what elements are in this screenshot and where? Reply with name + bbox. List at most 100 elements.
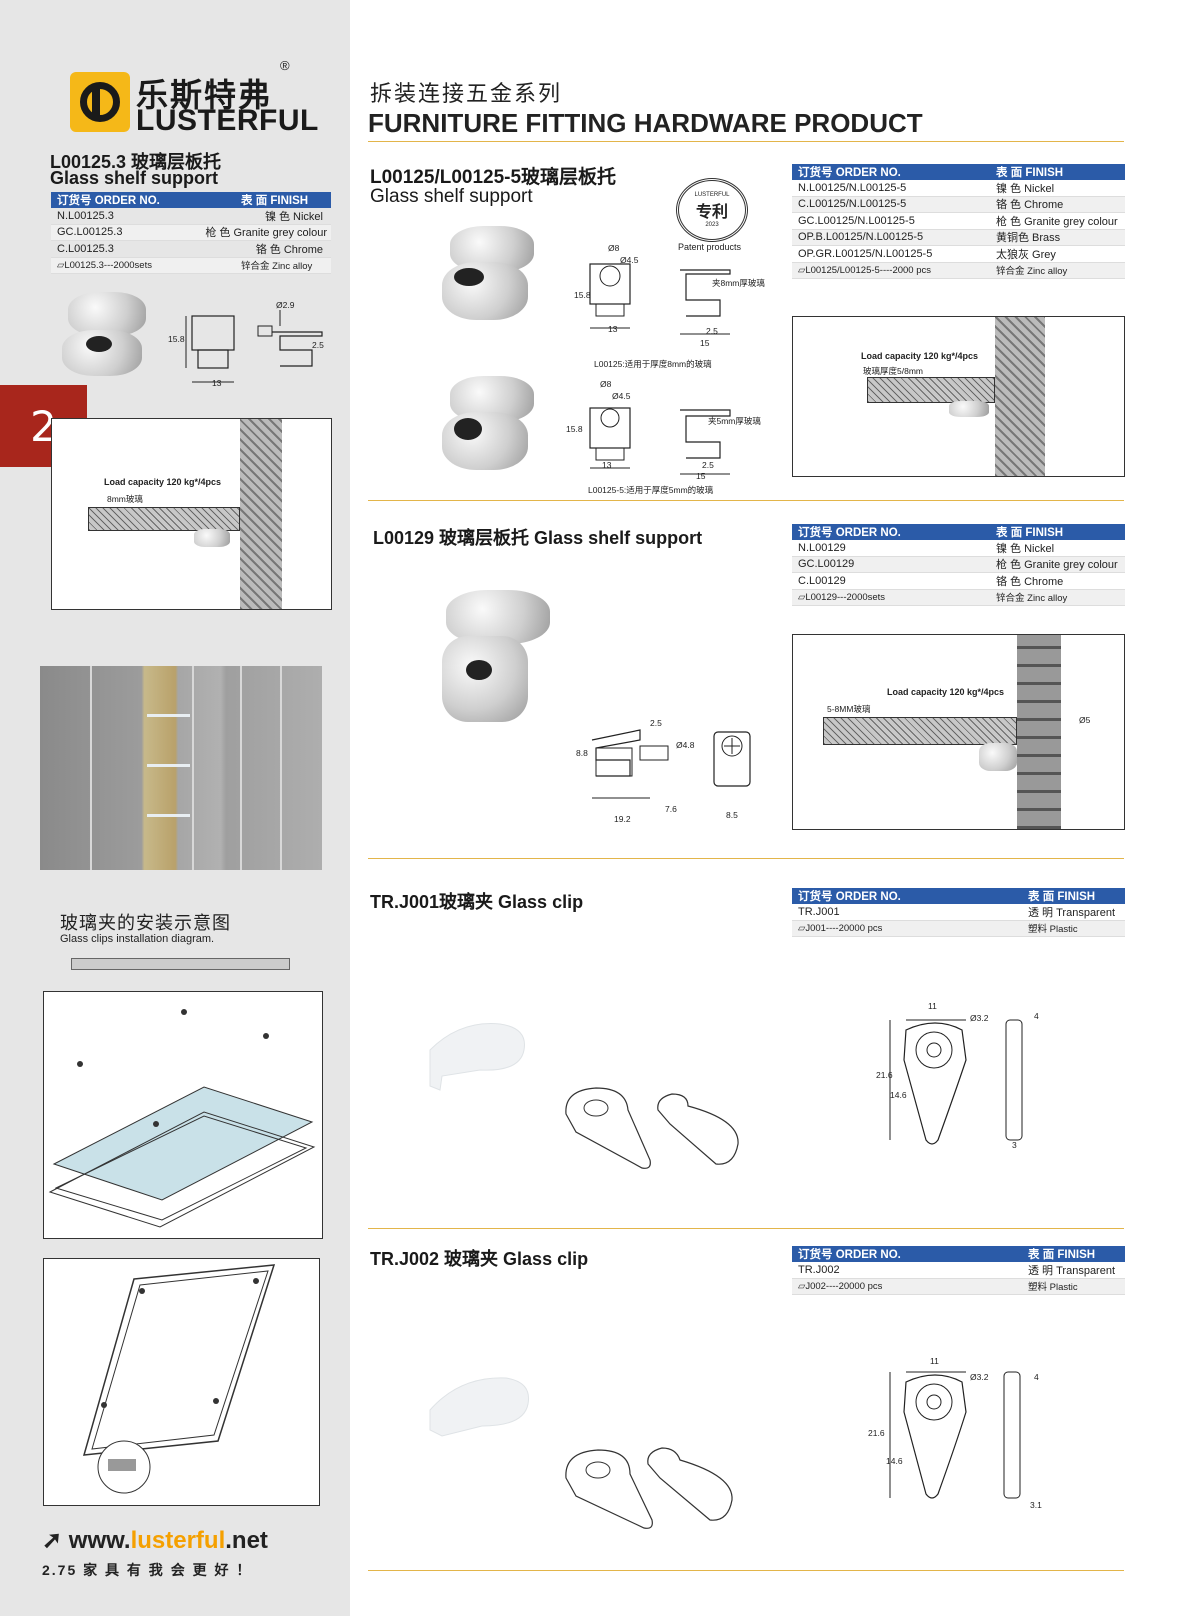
arrow-icon: ➚ bbox=[42, 1527, 69, 1554]
dim-t2: 3.1 bbox=[1030, 1500, 1042, 1510]
material: 锌合金 Zinc alloy bbox=[996, 266, 1068, 278]
table-row: GC.L00129 bbox=[798, 558, 855, 571]
install-title-cn: 玻璃夹的安装示意图 bbox=[60, 913, 231, 934]
table-row: TR.J002 bbox=[798, 1263, 840, 1276]
install-diagram-2 bbox=[43, 1258, 320, 1506]
l001253-title-en: Glass shelf support bbox=[50, 168, 219, 188]
dim-t: 2.5 bbox=[702, 460, 714, 470]
table-row: OP.GR.L00125/N.L00125-5 bbox=[798, 247, 933, 260]
dim-l1: 7.6 bbox=[665, 804, 677, 814]
table-row: GC.L00125.3 bbox=[57, 226, 123, 239]
finish-cell: 太狼灰 Grey bbox=[996, 248, 1056, 261]
brand-name-cn: 乐斯特弗 bbox=[136, 76, 273, 114]
table-header-order: 订货号 ORDER NO. bbox=[798, 527, 901, 539]
dim-t: 2.5 bbox=[706, 326, 718, 336]
finish-cell: 铬 色 Chrome bbox=[996, 199, 1064, 212]
table-header-order: 订货号 ORDER NO. bbox=[798, 891, 901, 903]
material: 塑料 Plastic bbox=[1028, 924, 1078, 936]
l001253-drawing bbox=[185, 310, 323, 383]
website[interactable]: ➚ www.lusterful.net bbox=[42, 1526, 268, 1555]
header-title-en: FURNITURE FITTING HARDWARE PRODUCT bbox=[368, 108, 923, 138]
caption-a: L00125:适用于厚度8mm的玻璃 bbox=[594, 359, 712, 369]
website-prefix: www. bbox=[68, 1527, 131, 1554]
material: 锌合金 Zinc alloy bbox=[996, 593, 1068, 605]
clamp-note: 夹8mm厚玻璃 bbox=[712, 278, 765, 288]
finish-cell: 铬 色 Chrome bbox=[996, 575, 1064, 588]
divider bbox=[368, 1570, 1124, 1571]
install-title-en: Glass clips installation diagram. bbox=[60, 933, 215, 945]
l00125-drawing-a bbox=[589, 263, 731, 335]
dim-w: 11 bbox=[930, 1356, 939, 1366]
dim-d45: Ø4.5 bbox=[612, 391, 631, 401]
l00125-title-cn: L00125/L00125-5玻璃层板托 bbox=[370, 167, 617, 188]
hole-dim: Ø5 bbox=[1079, 715, 1091, 725]
table-row: C.L00129 bbox=[798, 574, 846, 587]
table-row: N.L00129 bbox=[798, 541, 846, 554]
brand-name-en: LUSTERFUL bbox=[136, 104, 319, 137]
screw-cap-icon bbox=[454, 418, 482, 440]
table-header-order: 订货号 ORDER NO. bbox=[798, 167, 901, 179]
l00125-title-en: Glass shelf support bbox=[370, 186, 533, 207]
load-capacity: Load capacity 120 kg*/4pcs bbox=[887, 687, 1005, 697]
dim-h2: 14.6 bbox=[890, 1090, 907, 1100]
finish-cell: 枪 色 Granite grey colour bbox=[996, 559, 1118, 572]
box-icon: ▱ bbox=[57, 259, 65, 271]
registered-mark: ® bbox=[280, 58, 290, 73]
dim-t2: 3 bbox=[1012, 1140, 1017, 1150]
finish-cell: 镍 色 Nickel bbox=[996, 182, 1055, 195]
bracket-icon bbox=[979, 743, 1017, 771]
shelf-support-image bbox=[68, 292, 146, 336]
website-domain: lusterful bbox=[130, 1527, 226, 1554]
bracket-icon bbox=[194, 529, 230, 547]
divider bbox=[368, 858, 1124, 859]
material: 塑料 Plastic bbox=[1028, 1282, 1078, 1294]
dim-d: Ø3.2 bbox=[970, 1013, 989, 1023]
website-suffix: .net bbox=[225, 1527, 268, 1554]
dim-h: 8.8 bbox=[576, 748, 588, 758]
dim-w: 13 bbox=[608, 324, 618, 334]
dim-width: 13 bbox=[212, 378, 222, 388]
screw-cap-icon bbox=[86, 336, 112, 352]
dim-d8: Ø8 bbox=[600, 379, 612, 389]
screw-cap-icon bbox=[466, 660, 492, 680]
box-icon: ▱ bbox=[798, 922, 806, 934]
dim-w: 13 bbox=[602, 460, 612, 470]
l001253-load-diagram: Load capacity 120 kg*/4pcs 8mm玻璃 bbox=[51, 418, 332, 610]
table-row: GC.L00125/N.L00125-5 bbox=[798, 214, 915, 227]
glass-shelf bbox=[88, 507, 240, 531]
wall bbox=[995, 317, 1045, 476]
l00129-drawing bbox=[591, 729, 751, 799]
finish-cell: 镍 色 Nickel bbox=[996, 542, 1055, 555]
patent-badge-icon: LUSTERFUL 专利 2023 bbox=[676, 178, 748, 242]
divider bbox=[368, 141, 1124, 142]
pack-qty: L00125/L00125-5----2000 pcs bbox=[805, 264, 932, 276]
table-header-finish: 表 面 FINISH bbox=[996, 167, 1064, 179]
cabinet-photo bbox=[40, 666, 322, 870]
dim-diameter: Ø2.9 bbox=[276, 300, 295, 310]
l00125-drawing-b bbox=[589, 407, 731, 475]
trj001-clip-images bbox=[429, 1023, 739, 1169]
finish-cell: 镍 色 Nickel bbox=[264, 210, 323, 223]
caption-b: L00125-5:适用于厚度5mm的玻璃 bbox=[588, 485, 714, 495]
mirror-frame-drawing bbox=[82, 1264, 276, 1494]
finish-cell: 枪 色 Granite grey colour bbox=[996, 215, 1118, 228]
dim-h: 15.8 bbox=[566, 424, 583, 434]
table-header-finish: 表 面 FINISH bbox=[1028, 891, 1096, 903]
trj001-title: TR.J001玻璃夹 Glass clip bbox=[370, 892, 584, 912]
table-row: C.L00125/N.L00125-5 bbox=[798, 198, 907, 211]
glass-note: 8mm玻璃 bbox=[107, 494, 143, 504]
dim-h2: 14.6 bbox=[886, 1456, 903, 1466]
glass-shelf bbox=[867, 377, 995, 403]
l00125-spec-table: 订货号 ORDER NO.表 面 FINISH N.L00125/N.L0012… bbox=[792, 164, 1125, 279]
wall bbox=[1017, 635, 1061, 829]
dim-d8: Ø8 bbox=[608, 243, 620, 253]
brand-logo-icon bbox=[70, 72, 130, 132]
wall bbox=[240, 419, 282, 609]
trj002-drawing bbox=[889, 1371, 1021, 1499]
l00129-load-diagram: Load capacity 120 kg*/4pcs 5-8MM玻璃 Ø5 bbox=[792, 634, 1125, 830]
finish-cell: 铬 色 Chrome bbox=[255, 243, 323, 256]
pack-qty: L00129---2000sets bbox=[805, 591, 886, 603]
l00125-5-base-image bbox=[442, 412, 528, 470]
